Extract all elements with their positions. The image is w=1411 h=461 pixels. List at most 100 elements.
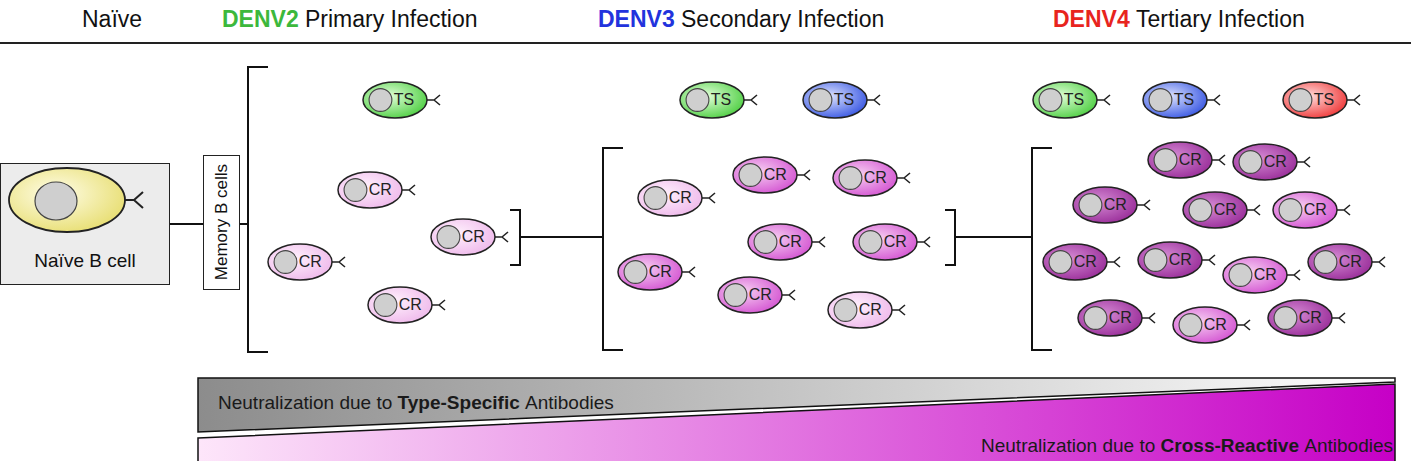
cell-nucleus: [1289, 89, 1312, 112]
cell-body: [1078, 300, 1142, 336]
b-cell: CR: [1072, 186, 1138, 224]
cell-body: [718, 277, 782, 313]
cell-nucleus: [839, 167, 862, 190]
b-cell: CR: [732, 156, 798, 194]
band-text-line: Neutralization due toCross-ReactiveAntib…: [981, 435, 1393, 457]
b-cell-receptor: [125, 192, 143, 208]
header-label: Tertiary Infection: [1136, 6, 1305, 33]
cell-nucleus: [1314, 251, 1337, 274]
header-label: DENV2: [222, 6, 299, 33]
cell-type-label: CR: [399, 296, 422, 314]
b-cell-receptor: [402, 185, 415, 195]
cell-type-label: CR: [749, 286, 772, 304]
cell-nucleus: [809, 89, 832, 112]
cross-reactive-gradient-band: Neutralization due toCross-ReactiveAntib…: [198, 382, 1395, 461]
b-cell: TS: [1032, 81, 1098, 119]
band-polygon: [198, 384, 1395, 461]
cell-body: [268, 244, 332, 280]
cell-body: [638, 180, 702, 216]
cell-nucleus: [644, 187, 667, 210]
cell-body: [9, 168, 125, 232]
b-cell-receptor: [782, 290, 795, 300]
b-cell: CR: [1222, 256, 1288, 294]
cell-type-label: CR: [884, 233, 907, 251]
cell-body: [1273, 192, 1337, 228]
band-label: Antibodies: [1304, 435, 1393, 456]
cell-type-label: TS: [1064, 91, 1084, 109]
b-cell-receptor: [432, 300, 445, 310]
cell-nucleus: [344, 179, 367, 202]
b-cell-receptor: [897, 173, 910, 183]
b-cell: CR: [1042, 243, 1108, 281]
cell-body: [828, 292, 892, 328]
b-cell-receptor: [1337, 205, 1350, 215]
cell-body: [833, 160, 897, 196]
b-cell-receptor: [332, 257, 345, 267]
group-label: Memory B cells: [212, 164, 232, 280]
cell-body: [680, 82, 744, 118]
header-label: Naïve: [82, 6, 142, 33]
cell-nucleus: [374, 294, 397, 317]
cell-nucleus: [369, 89, 392, 112]
cell-body: [1173, 307, 1237, 343]
b-cell: CR: [337, 171, 403, 209]
cell-body: [1148, 142, 1212, 178]
b-cell-receptor: [1297, 157, 1310, 167]
b-cell: CR: [1172, 306, 1238, 344]
cell-type-label: CR: [1169, 251, 1192, 269]
cell-body: [803, 82, 867, 118]
memory-label-box: Memory B cells: [203, 155, 240, 290]
cell-body: [733, 157, 797, 193]
cell-type-label: TS: [711, 91, 731, 109]
cell-type-label: CR: [1074, 253, 1097, 271]
connector-line: [240, 223, 248, 225]
cell-nucleus: [1189, 199, 1212, 222]
cell-body: [618, 254, 682, 290]
b-cell: CR: [1147, 141, 1213, 179]
cell-body: [1268, 300, 1332, 336]
cell-body: [1033, 82, 1097, 118]
cell-nucleus: [624, 261, 647, 284]
cell-body: [1138, 242, 1202, 278]
cell-type-label: TS: [394, 91, 414, 109]
b-cell-receptor: [427, 95, 440, 105]
b-cell: CR: [1137, 241, 1203, 279]
cell-body: [1233, 144, 1297, 180]
band-label: Neutralization due to: [218, 392, 392, 413]
cell-nucleus: [1229, 264, 1252, 287]
group-bracket: [945, 210, 955, 265]
header-label: DENV3: [598, 6, 675, 33]
cell-type-label: CR: [864, 169, 887, 187]
connector-line: [520, 236, 603, 238]
group-bracket: [510, 210, 520, 265]
cell-nucleus: [859, 231, 882, 254]
b-cell: CR: [852, 223, 918, 261]
cell-nucleus: [1084, 307, 1107, 330]
cell-type-label: CR: [779, 233, 802, 251]
b-cell-receptor: [1107, 257, 1120, 267]
band-label: Antibodies: [525, 392, 614, 413]
cell-type-label: CR: [1304, 201, 1327, 219]
cell-nucleus: [834, 299, 857, 322]
cell-nucleus: [686, 89, 709, 112]
b-cell-receptor: [1202, 255, 1215, 265]
band-label: Type-Specific: [398, 392, 520, 413]
band-label: Neutralization due to: [981, 435, 1155, 456]
cell-body: [1143, 82, 1207, 118]
cell-type-label: CR: [299, 253, 322, 271]
b-cell-receptor: [812, 237, 825, 247]
header-label: Primary Infection: [305, 6, 478, 33]
b-cell-receptor: [867, 95, 880, 105]
cell-nucleus: [1049, 251, 1072, 274]
b-cell-receptor: [917, 237, 930, 247]
cell-type-label: CR: [1104, 196, 1127, 214]
b-cell: TS: [802, 81, 868, 119]
b-cell-receptor: [1212, 155, 1225, 165]
header-label: DENV4: [1053, 6, 1130, 33]
cell-type-label: CR: [1299, 309, 1322, 327]
header-label: Secondary Infection: [681, 6, 884, 33]
cell-box: Naïve B cell: [0, 163, 170, 285]
b-cell: CR: [717, 276, 783, 314]
cell-body: [1043, 244, 1107, 280]
